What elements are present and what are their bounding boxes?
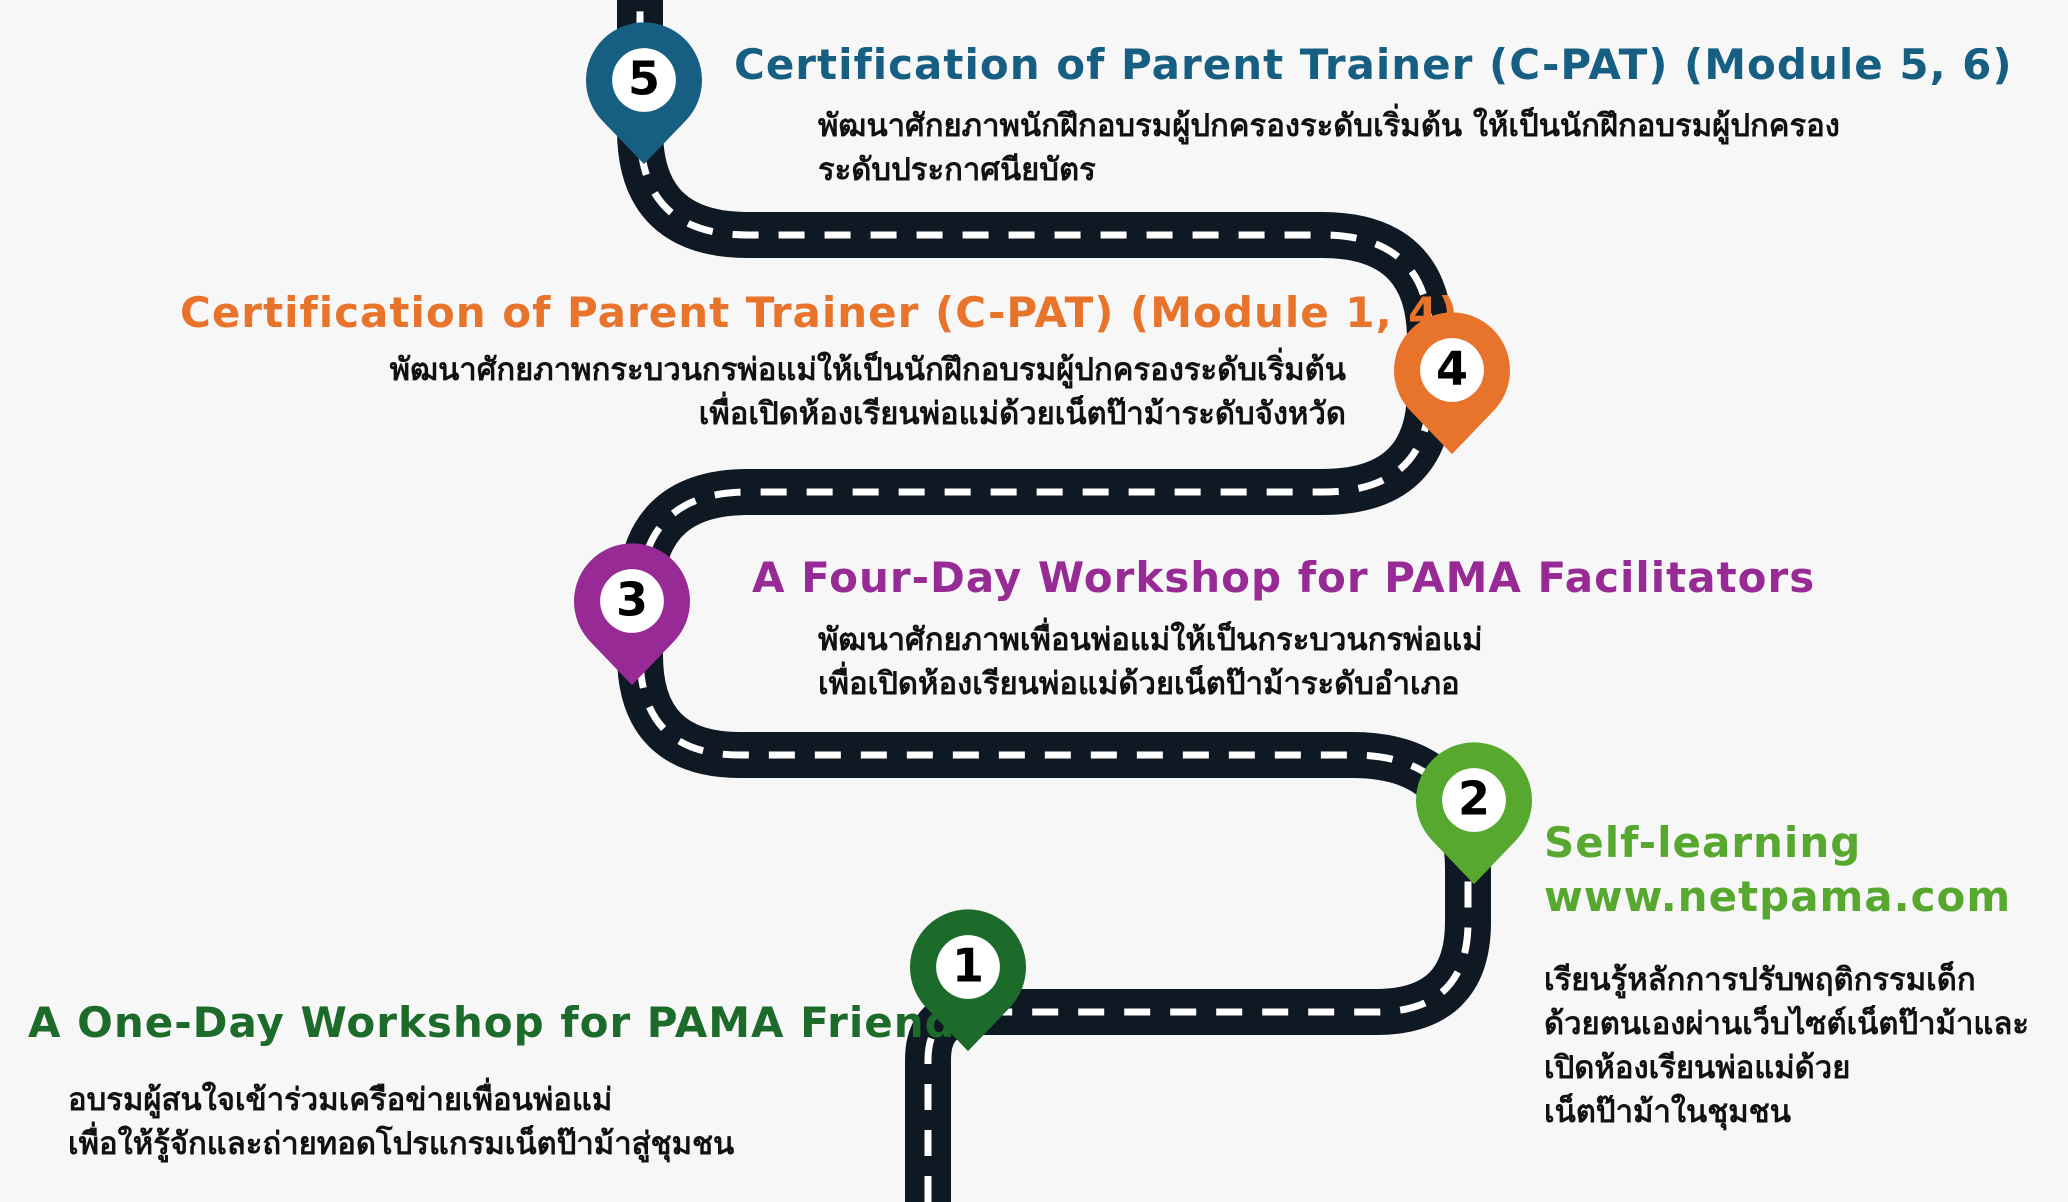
pin-inner-circle (1420, 338, 1484, 402)
pin-inner-circle (600, 569, 664, 633)
step-1-number: 1 (952, 939, 984, 993)
step-1-description: อบรมผู้สนใจเข้าร่วมเครือข่ายเพื่อนพ่อแม่… (68, 1078, 734, 1166)
step-2-pin-icon: 2 (1415, 742, 1532, 885)
step-3-description: พัฒนาศักยภาพเพื่อนพ่อแม่ให้เป็นกระบวนกรพ… (818, 618, 1483, 706)
step-5-title: Certification of Parent Trainer (C-PAT) … (734, 40, 2013, 89)
step-2-text: Self-learning www.netpama.com (1544, 818, 2011, 923)
pin-inner-circle (1442, 768, 1506, 832)
step-2-website: www.netpama.com (1544, 872, 2012, 922)
step-4-title: Certification of Parent Trainer (C-PAT) … (180, 288, 1459, 337)
step-3-number: 3 (616, 573, 648, 627)
step-2-line-1: เรียนรู้หลักการปรับพฤติกรรมเด็ก (1544, 962, 1976, 998)
step-2-number: 2 (1458, 772, 1490, 826)
step-3-line-1: พัฒนาศักยภาพเพื่อนพ่อแม่ให้เป็นกระบวนกรพ… (818, 622, 1483, 658)
step-3-line-2: เพื่อเปิดห้องเรียนพ่อแม่ด้วยเน็ตป๊าม้าระ… (818, 666, 1460, 702)
step-1-text: A One-Day Workshop for PAMA Friends (28, 998, 982, 1048)
step-5-pin-icon: 5 (585, 22, 702, 165)
step-2-line-3: เปิดห้องเรียนพ่อแม่ด้วย (1544, 1050, 1851, 1086)
step-1-pin-icon: 1 (910, 909, 1026, 1052)
step-3-title: A Four-Day Workshop for PAMA Facilitator… (752, 553, 1816, 602)
step-5-line-1: พัฒนาศักยภาพนักฝึกอบรมผู้ปกครองระดับเริ่… (818, 108, 1840, 144)
step-3-text: A Four-Day Workshop for PAMA Facilitator… (752, 553, 1815, 603)
step-4-line-2: เพื่อเปิดห้องเรียนพ่อแม่ด้วยเน็ตป๊าม้าระ… (698, 396, 1346, 432)
pin-inner-circle (612, 48, 676, 112)
step-2-title: Self-learning (1544, 818, 1862, 867)
step-2-description: เรียนรู้หลักการปรับพฤติกรรมเด็ก ด้วยตนเอ… (1544, 958, 2029, 1134)
step-2-line-2: ด้วยตนเองผ่านเว็บไซต์เน็ตป๊าม้าและ (1544, 1006, 2030, 1042)
step-1-line-1: อบรมผู้สนใจเข้าร่วมเครือข่ายเพื่อนพ่อแม่ (68, 1082, 613, 1118)
step-1-title: A One-Day Workshop for PAMA Friends (28, 998, 982, 1047)
step-4-description: พัฒนาศักยภาพกระบวนกรพ่อแม่ให้เป็นนักฝึกอ… (390, 348, 1346, 436)
step-5-line-2: ระดับประกาศนียบัตร (818, 152, 1096, 188)
step-5-number: 5 (628, 52, 660, 106)
step-4-line-1: พัฒนาศักยภาพกระบวนกรพ่อแม่ให้เป็นนักฝึกอ… (389, 352, 1346, 388)
step-2-line-4: เน็ตป๊าม้าในชุมชน (1544, 1094, 1791, 1130)
step-4-number: 4 (1436, 342, 1468, 396)
step-markers: 1 2 3 4 5 (574, 22, 1532, 1052)
step-5-text: Certification of Parent Trainer (C-PAT) … (734, 40, 2013, 90)
step-1-line-2: เพื่อให้รู้จักและถ่ายทอดโปรแกรมเน็ตป๊าม้… (68, 1126, 735, 1162)
pin-inner-circle (936, 935, 1000, 999)
step-3-pin-icon: 3 (574, 543, 690, 686)
step-4-pin-icon: 4 (1393, 312, 1510, 455)
step-5-description: พัฒนาศักยภาพนักฝึกอบรมผู้ปกครองระดับเริ่… (818, 104, 1840, 192)
step-4-text: Certification of Parent Trainer (C-PAT) … (180, 288, 1459, 338)
